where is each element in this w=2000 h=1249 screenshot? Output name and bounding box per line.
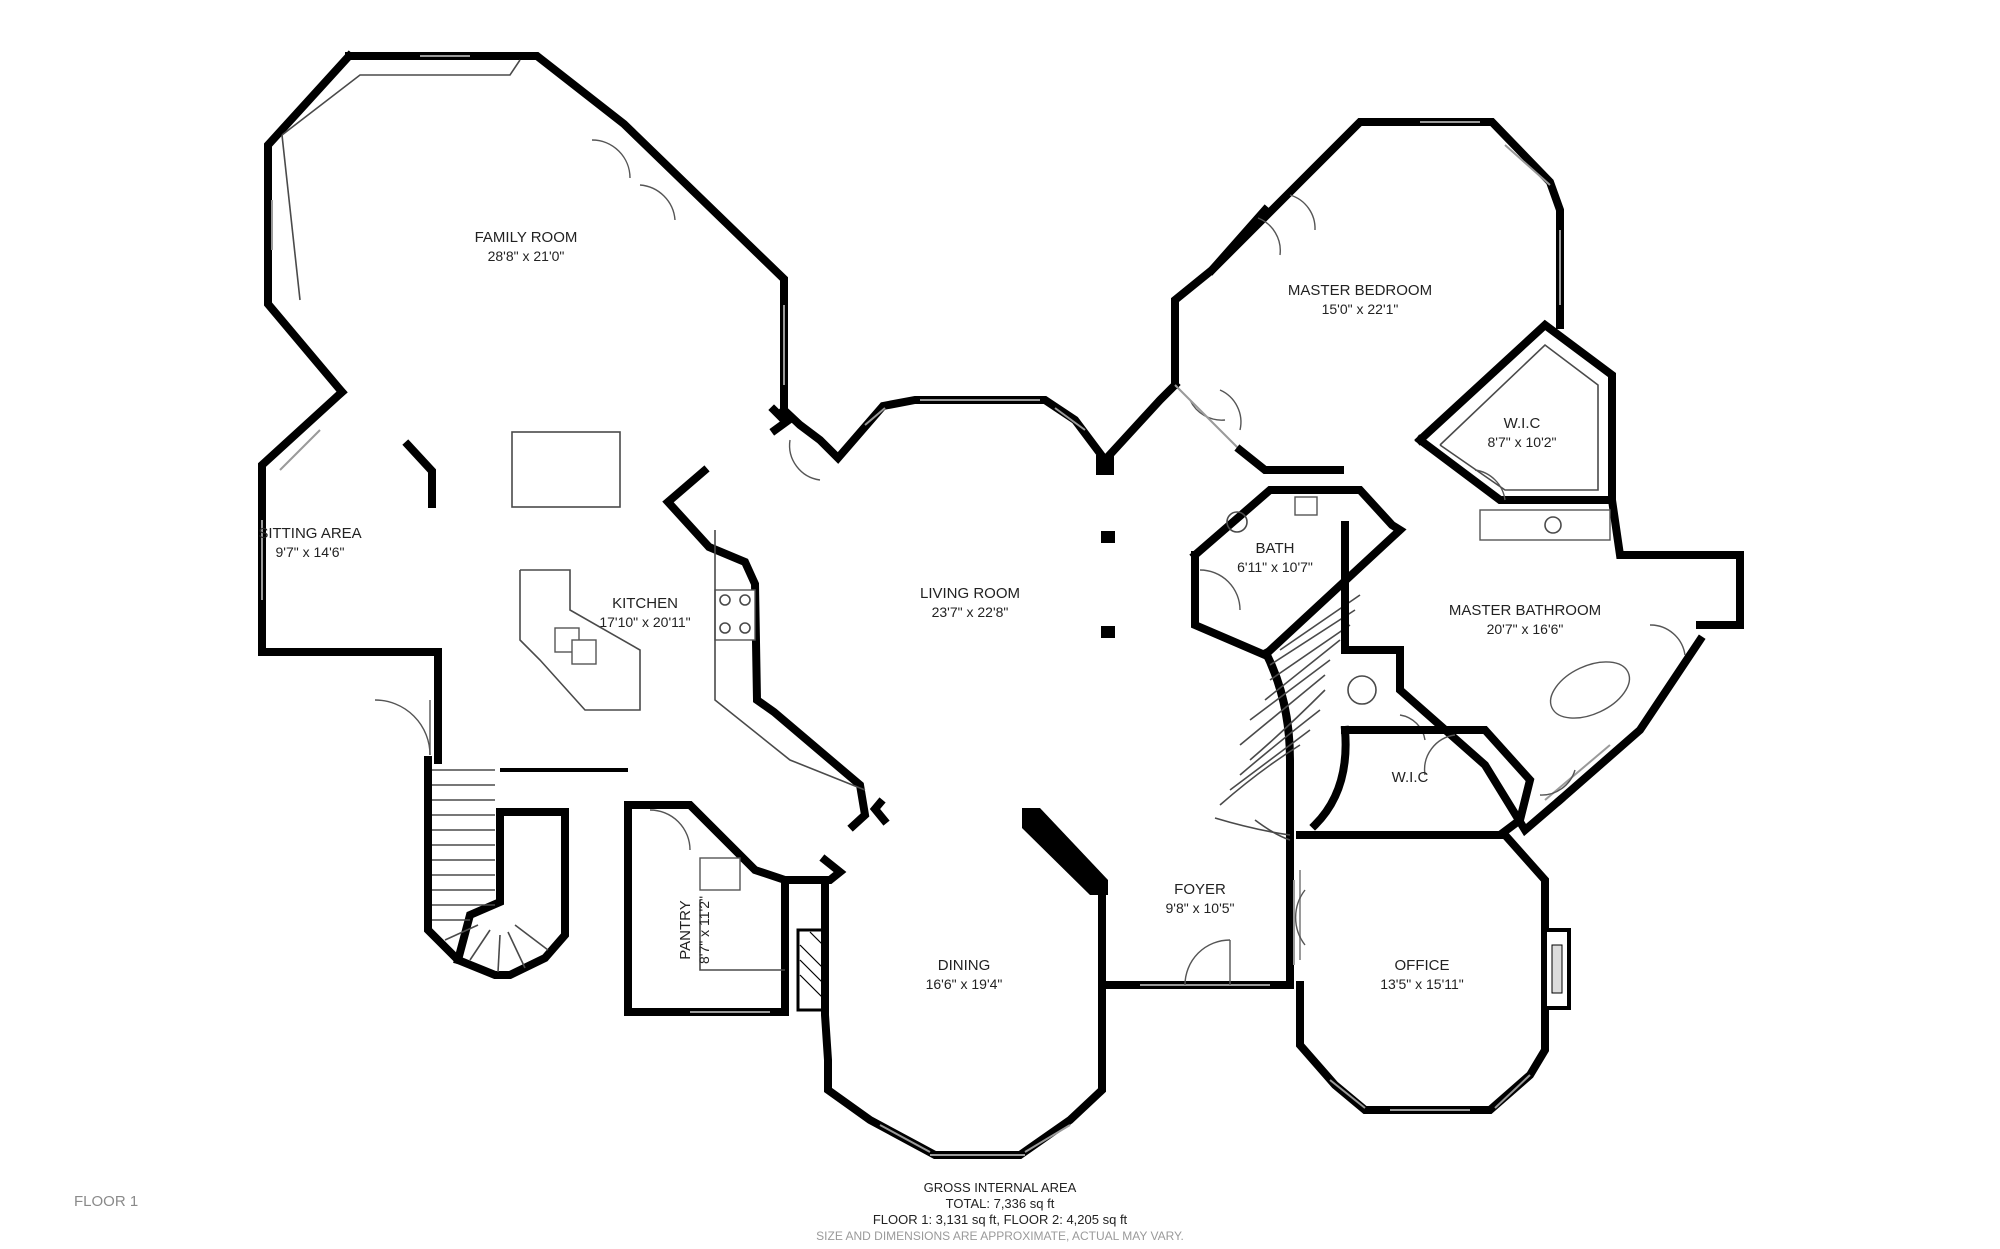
family-room-name: FAMILY ROOM	[475, 229, 578, 246]
dining-walls	[821, 808, 1108, 1159]
door-swing	[788, 439, 821, 481]
door-swing	[1474, 469, 1506, 501]
round-sink-icon	[1347, 675, 1377, 705]
door-swing	[1399, 714, 1426, 741]
dining-name: DINING	[938, 957, 991, 974]
door-swing	[1539, 769, 1576, 796]
living-room-dims: 23'7" x 22'8"	[932, 604, 1009, 620]
sink-icon	[1544, 516, 1562, 534]
bathtub-icon	[1549, 661, 1631, 719]
pantry-name: PANTRY	[677, 900, 694, 959]
area-floors: FLOOR 1: 3,131 sq ft, FLOOR 2: 4,205 sq …	[872, 1212, 1128, 1227]
master-bedroom-name: MASTER BEDROOM	[1288, 282, 1432, 299]
dining-dims: 16'6" x 19'4"	[926, 976, 1003, 992]
master-bedroom-dims: 15'0" x 22'1"	[1322, 301, 1399, 317]
door-swing	[1289, 194, 1316, 231]
area-disclaimer: SIZE AND DIMENSIONS ARE APPROXIMATE, ACT…	[816, 1229, 1184, 1243]
sitting-area-dims: 9'7" x 14'6"	[276, 544, 345, 560]
bath-name: BATH	[1256, 540, 1295, 557]
master-bathroom-name: MASTER BATHROOM	[1449, 602, 1601, 619]
west-wing-walls	[258, 50, 890, 832]
area-title: GROSS INTERNAL AREA	[923, 1180, 1077, 1195]
wic-upper-name: W.I.C	[1504, 415, 1541, 432]
sitting-area-name: SITTING AREA	[258, 525, 361, 542]
room-labels: FAMILY ROOM 28'8" x 21'0" SITTING AREA 9…	[258, 229, 1601, 992]
kitchen-name: KITCHEN	[612, 595, 678, 612]
floor-label: FLOOR 1	[74, 1193, 139, 1210]
family-room-dims: 28'8" x 21'0"	[488, 248, 565, 264]
island-outline	[511, 431, 621, 508]
wic-upper-walls	[1414, 319, 1616, 504]
office-name: OFFICE	[1395, 957, 1450, 974]
pantry-walls	[624, 801, 847, 1016]
living-room-walls	[778, 379, 1181, 638]
door-swing	[1294, 889, 1306, 946]
door-swing	[1184, 939, 1231, 986]
wic-upper-dims: 8'7" x 10'2"	[1488, 434, 1557, 450]
foyer-dims: 9'8" x 10'5"	[1166, 900, 1235, 916]
door-swing	[1199, 569, 1241, 611]
window	[279, 429, 321, 471]
kitchen-dims: 17'10" x 20'11"	[599, 614, 690, 630]
master-bedroom-walls	[1171, 118, 1564, 474]
office-dims: 13'5" x 15'11"	[1380, 976, 1464, 992]
door-swing	[1257, 217, 1281, 256]
door-swing	[1423, 734, 1456, 776]
west-staircase	[374, 699, 628, 979]
door-swing	[1219, 389, 1242, 431]
door-swing	[374, 699, 431, 756]
wic-lower-name: W.I.C	[1392, 769, 1429, 786]
door-swing	[1649, 624, 1686, 656]
gross-area-summary: GROSS INTERNAL AREA TOTAL: 7,336 sq ft F…	[700, 1180, 1300, 1244]
door-swing	[649, 809, 691, 851]
door-swing	[591, 139, 631, 179]
foyer-walls	[1098, 486, 1407, 989]
master-bathroom-dims: 20'7" x 16'6"	[1487, 621, 1564, 637]
pantry-sink-icon	[699, 857, 741, 891]
office-walls	[1294, 831, 1571, 1114]
pantry-dims: 8'7" x 11'2"	[696, 896, 712, 964]
toilet-icon	[1226, 511, 1248, 533]
door-swing	[639, 184, 676, 221]
area-total: TOTAL: 7,336 sq ft	[945, 1196, 1055, 1211]
bath-dims: 6'11" x 10'7"	[1237, 559, 1313, 575]
foyer-name: FOYER	[1174, 881, 1226, 898]
master-bathroom-walls	[1341, 495, 1744, 837]
living-room-name: LIVING ROOM	[920, 585, 1020, 602]
